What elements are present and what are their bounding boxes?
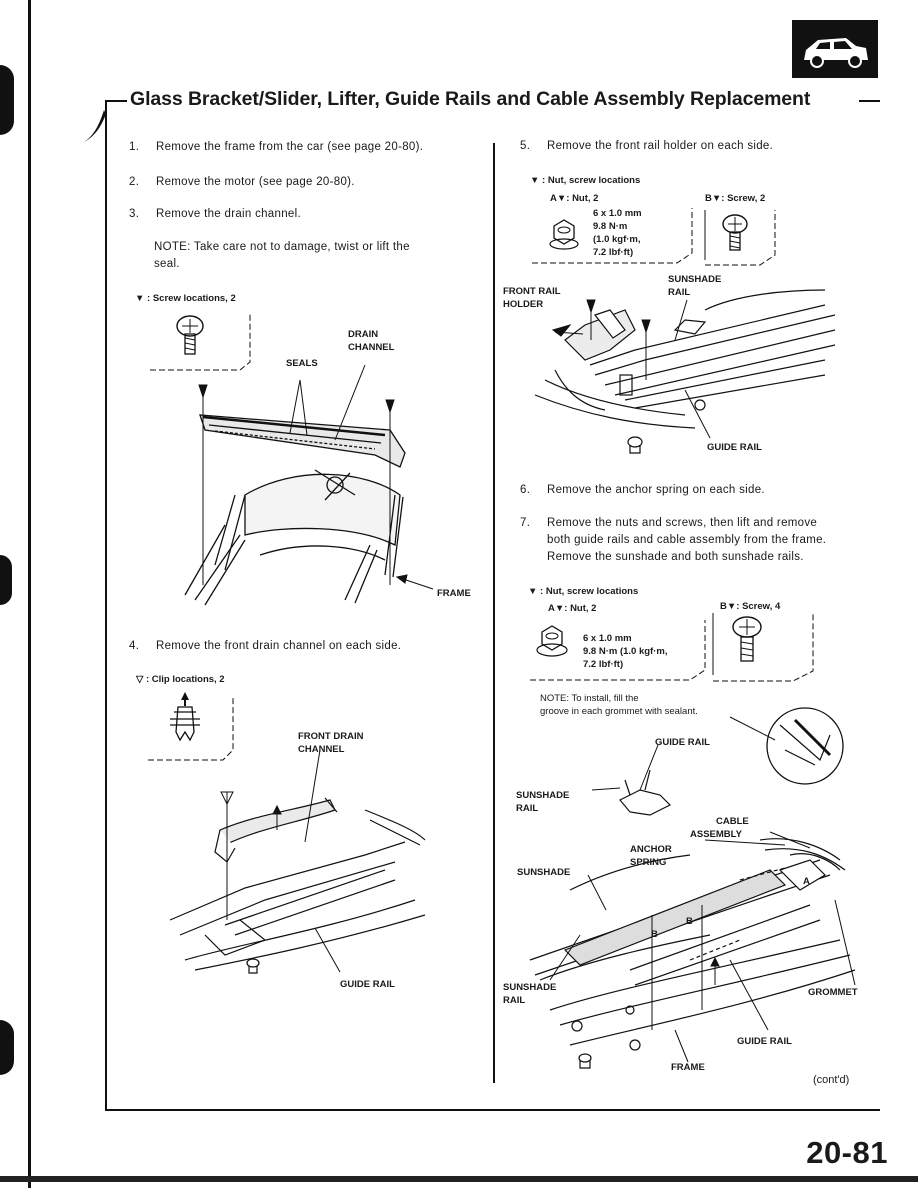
- label-drain: DRAIN: [348, 329, 379, 340]
- grommet-detail-circle: [729, 707, 844, 785]
- label-a: A: [803, 876, 810, 887]
- spec2-line3: 7.2 lbf·ft): [583, 659, 624, 670]
- spec1-line3: (1.0 kgf·m,: [593, 234, 641, 245]
- legend-nut-screw-2: ▼ : Nut, screw locations: [528, 586, 639, 597]
- label-anchor: ANCHOR: [630, 844, 672, 855]
- legend-clip-locations: ▽ : Clip locations, 2: [136, 674, 225, 685]
- spec2-line2: 9.8 N·m (1.0 kgf·m,: [583, 646, 668, 657]
- binding-hole-bottom: [0, 1020, 14, 1075]
- spec1-line1: 6 x 1.0 mm: [593, 208, 642, 219]
- left-scan-edge: [28, 0, 31, 1188]
- pen-mark: [84, 110, 106, 142]
- front-drain-channel-illustration: [169, 749, 426, 974]
- step-text: Remove the front drain channel on each s…: [156, 640, 402, 652]
- legend-screw-b-1: B▼: Screw, 2: [705, 193, 766, 204]
- label-cable: CABLE: [716, 816, 749, 827]
- spec2-line1: 6 x 1.0 mm: [583, 633, 632, 644]
- nut-icon: [530, 620, 706, 681]
- step-number: 5.: [520, 140, 531, 152]
- screw-icon: [150, 312, 251, 371]
- label-front-drain-channel: CHANNEL: [298, 744, 345, 755]
- step-number: 4.: [129, 640, 140, 652]
- label-b2: B: [651, 929, 658, 940]
- label-guide-rail-top: GUIDE RAIL: [655, 737, 710, 748]
- margin-bottom-rule: [105, 1109, 880, 1111]
- binding-hole-top: [0, 65, 14, 135]
- step-text-line3: Remove the sunshade and both sunshade ra…: [547, 551, 804, 563]
- label-guide-rail-fig3: GUIDE RAIL: [707, 442, 762, 453]
- spec1-line2: 9.8 N·m: [593, 221, 628, 232]
- label-b1: B: [686, 916, 693, 927]
- car-body-icon: [792, 20, 878, 78]
- step-number: 7.: [520, 517, 531, 529]
- binding-hole-middle: [0, 555, 12, 605]
- label-anchor-spring: SPRING: [630, 857, 667, 868]
- note-seal-line1: NOTE: Take care not to damage, twist or …: [154, 241, 410, 253]
- step-text: Remove the frame from the car (see page …: [156, 141, 424, 153]
- label-guide-rail-left: GUIDE RAIL: [340, 979, 395, 990]
- label-sunshade-rail-lower-1: SUNSHADE: [503, 982, 557, 993]
- screw-icon: [704, 210, 776, 266]
- step-number: 3.: [129, 208, 140, 220]
- margin-left-rule: [105, 100, 107, 1110]
- step-text-line1: Remove the nuts and screws, then lift an…: [547, 517, 818, 529]
- page-number: 20-81: [806, 1135, 888, 1170]
- step-number: 1.: [129, 141, 140, 153]
- note-seal-line2: seal.: [154, 258, 180, 270]
- legend-nut-a-1: A▼: Nut, 2: [550, 193, 599, 204]
- screw-icon: [712, 613, 814, 682]
- front-rail-holder-illustration: [534, 289, 836, 454]
- label-sunshade-rail-upper-2: RAIL: [516, 803, 539, 814]
- label-sunshade: SUNSHADE: [668, 274, 722, 285]
- label-sunshade: SUNSHADE: [517, 867, 571, 878]
- step-number: 2.: [129, 176, 140, 188]
- step-text: Remove the motor (see page 20-80).: [156, 176, 355, 188]
- spec1-line4: 7.2 lbf·ft): [593, 247, 634, 258]
- column-divider: [493, 143, 495, 1083]
- label-sunshade-rail-lower-2: RAIL: [503, 995, 526, 1006]
- guide-rail-assembly-illustration: [529, 744, 856, 1069]
- legend-nut-a-2: A▼: Nut, 2: [548, 603, 597, 614]
- nut-icon: [532, 208, 693, 264]
- clip-icon: [148, 692, 234, 761]
- label-front-rail: FRONT RAIL: [503, 286, 561, 297]
- legend-nut-screw-1: ▼ : Nut, screw locations: [530, 175, 641, 186]
- label-channel: CHANNEL: [348, 342, 395, 353]
- step-text-line2: both guide rails and cable assembly from…: [547, 534, 827, 546]
- step-text: Remove the drain channel.: [156, 208, 301, 220]
- label-front-drain: FRONT DRAIN: [298, 731, 364, 742]
- legend-screw-b-2: B▼: Screw, 4: [720, 601, 781, 612]
- page-title: Glass Bracket/Slider, Lifter, Guide Rail…: [127, 88, 859, 111]
- bottom-scan-edge: [0, 1176, 918, 1182]
- step-number: 6.: [520, 484, 531, 496]
- label-guide-rail-bottom: GUIDE RAIL: [737, 1036, 792, 1047]
- step-text: Remove the front rail holder on each sid…: [547, 140, 774, 152]
- label-cable-assembly: ASSEMBLY: [690, 829, 742, 840]
- drain-channel-illustration: [184, 364, 434, 606]
- label-grommet: GROMMET: [808, 987, 858, 998]
- note2-line1: NOTE: To install, fill the: [540, 693, 639, 704]
- label-seals: SEALS: [286, 358, 318, 369]
- note2-line2: groove in each grommet with sealant.: [540, 706, 698, 717]
- label-sunshade-rail-upper-1: SUNSHADE: [516, 790, 570, 801]
- legend-screw-locations: ▼ : Screw locations, 2: [135, 293, 236, 304]
- label-frame-right: FRAME: [671, 1062, 705, 1073]
- label-sunshade-rail: RAIL: [668, 287, 691, 298]
- label-frame: FRAME: [437, 588, 471, 599]
- continued-label: (cont'd): [813, 1074, 850, 1086]
- label-front-rail-holder: HOLDER: [503, 299, 544, 310]
- step-text: Remove the anchor spring on each side.: [547, 484, 765, 496]
